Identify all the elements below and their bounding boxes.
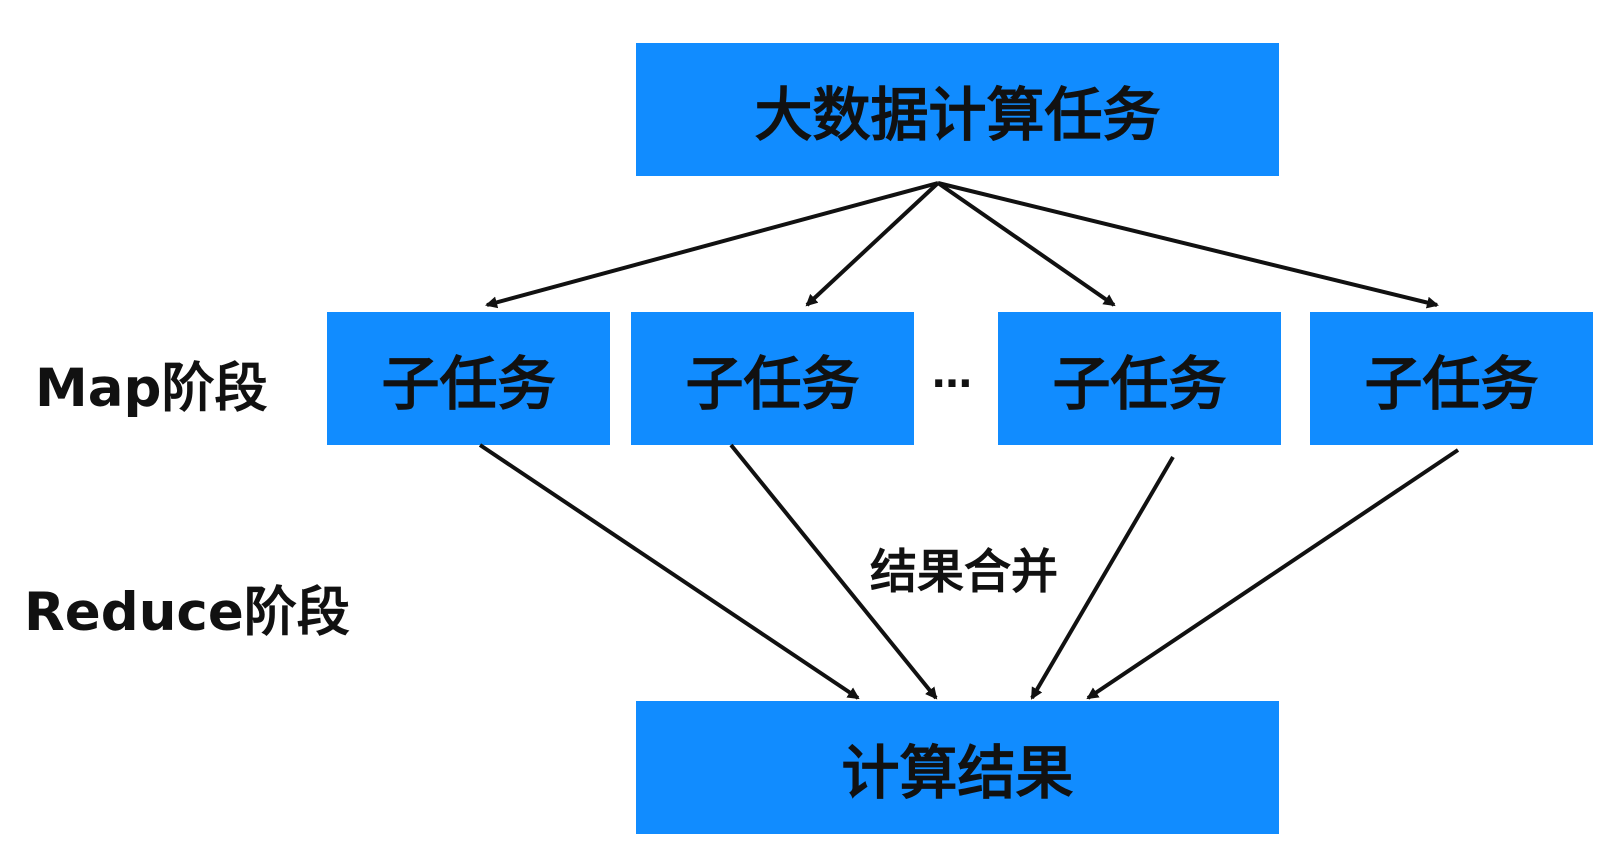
top-node-box: [636, 43, 1279, 176]
ellipsis-label: …: [932, 351, 974, 397]
split-arrow-2: [805, 181, 940, 307]
sub-node-box-2: [631, 312, 914, 445]
merge-arrow-4: [1086, 448, 1460, 700]
sub-node-label-4: 子任务: [1364, 349, 1539, 418]
reduce-stage-label: Reduce阶段: [24, 582, 350, 643]
sub-node-label-3: 子任务: [1052, 349, 1227, 418]
sub-node-label-1: 子任务: [381, 349, 556, 418]
merge-arrow-3: [1030, 455, 1175, 700]
bottom-node-label: 计算结果: [841, 738, 1074, 807]
top-node-label: 大数据计算任务: [754, 80, 1161, 149]
sub-node-box-1: [327, 312, 610, 445]
sub-node-label-2: 子任务: [685, 349, 860, 418]
split-arrow-4: [937, 181, 1439, 309]
merge-arrow-2: [729, 443, 938, 700]
merge-label: 结果合并: [870, 545, 1058, 600]
sub-node-box-3: [998, 312, 1281, 445]
sub-node-box-4: [1310, 312, 1593, 445]
map-stage-label: Map阶段: [35, 358, 268, 419]
merge-arrow-1: [478, 443, 860, 700]
split-arrow-1: [485, 181, 939, 309]
bottom-node-box: [636, 701, 1279, 834]
split-arrow-3: [936, 181, 1116, 307]
